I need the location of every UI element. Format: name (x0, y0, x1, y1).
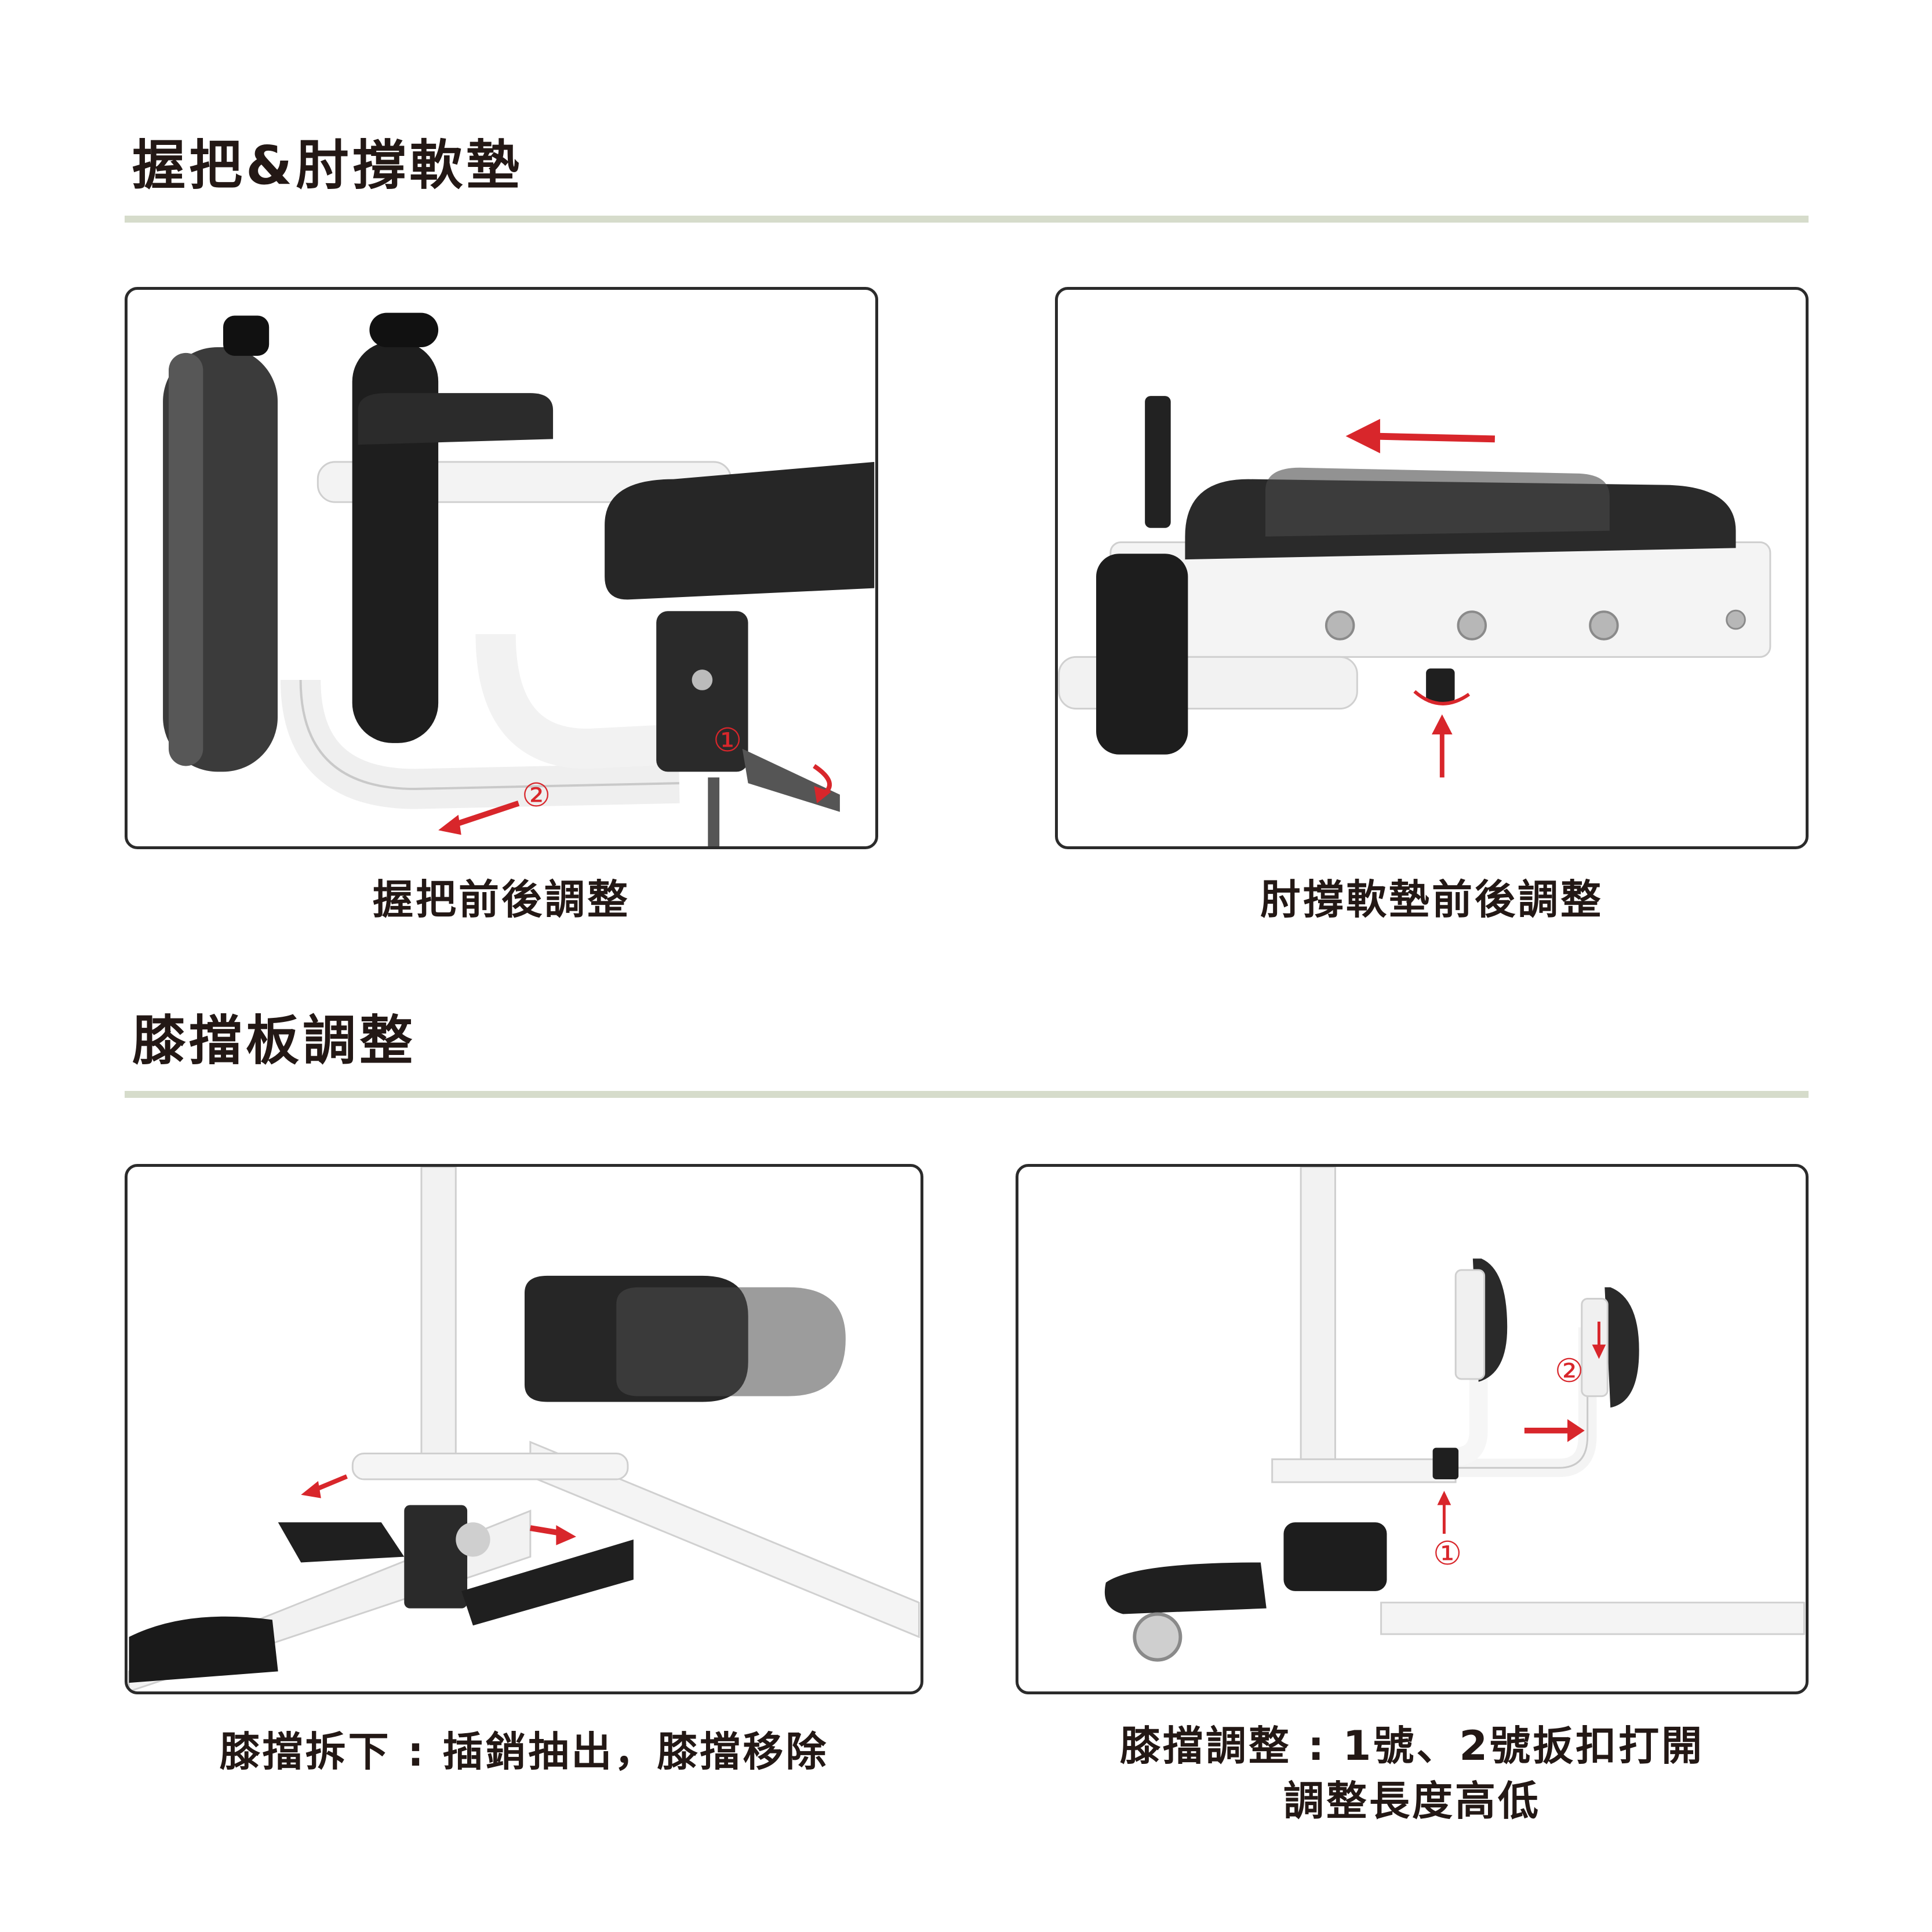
caption-knee-pad-removal: 膝擋拆下 : 插銷抽出，膝擋移除 (219, 1728, 829, 1775)
knee-removal-illustration (128, 1167, 920, 1691)
photo-grip-adjustment: ① ② (125, 287, 878, 849)
photo-elbow-pad-adjustment (1055, 287, 1809, 849)
photo-knee-pad-removal (125, 1164, 923, 1694)
grip-illustration (163, 312, 875, 846)
step-marker-1: ① (1433, 1535, 1462, 1573)
section-divider (125, 1091, 1809, 1098)
elbow-pad-illustration (1058, 396, 1771, 778)
caption-grip-adjustment: 握把前後調整 (373, 876, 630, 923)
section-divider (125, 216, 1809, 223)
caption-line-2: 調整長度高低 (1283, 1777, 1541, 1825)
step-marker-2: ② (1555, 1352, 1584, 1390)
step-marker-2: ② (522, 777, 551, 814)
section-title-grip-elbow: 握把&肘撐軟墊 (132, 134, 523, 197)
photo-knee-pad-adjustment: ① ② (1016, 1164, 1809, 1694)
caption-elbow-pad-adjustment: 肘撐軟墊前後調整 (1260, 876, 1603, 923)
caption-line-1: 膝擋調整 : 1號、2號扳扣打開 (1119, 1722, 1705, 1770)
section-title-knee-pad: 膝擋板調整 (132, 1010, 417, 1072)
step-marker-1: ① (713, 722, 743, 759)
knee-adjust-illustration (1104, 1167, 1806, 1662)
caption-knee-pad-adjustment: 膝擋調整 : 1號、2號扳扣打開 調整長度高低 (1016, 1719, 1809, 1828)
